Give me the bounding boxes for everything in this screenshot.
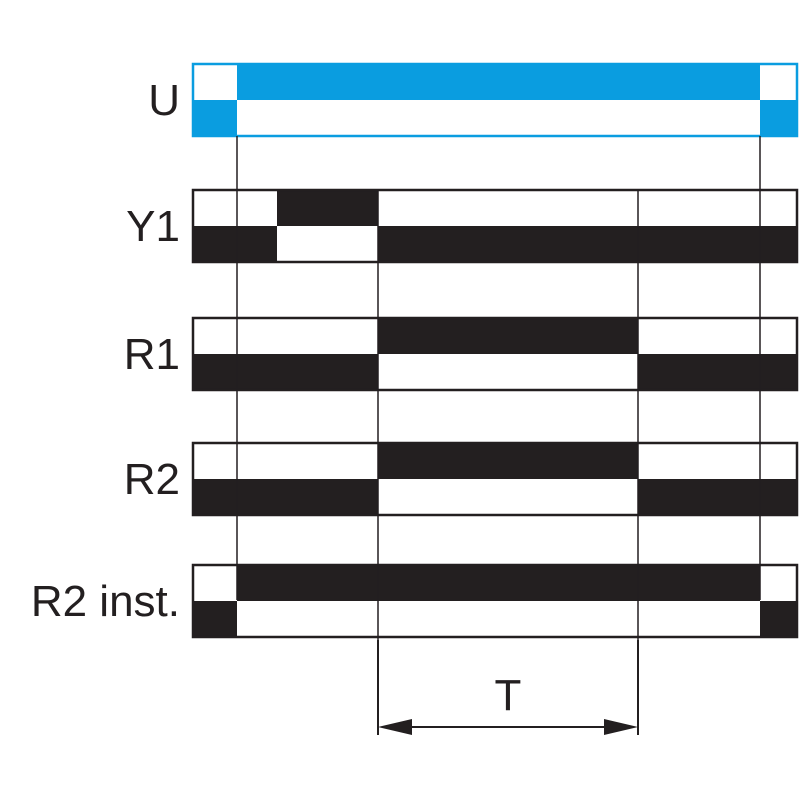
signal-label: Y1 xyxy=(126,202,180,251)
signal-high-segment xyxy=(638,64,760,100)
signal-low-segment xyxy=(638,479,760,515)
signal-row-u: U xyxy=(148,62,799,138)
signal-low-segment xyxy=(277,479,378,515)
signal-high-segment xyxy=(638,565,760,601)
signal-low-segment xyxy=(638,354,760,390)
signal-low-segment xyxy=(378,226,638,262)
signal-row-r1: R1 xyxy=(124,316,799,392)
signal-low-segment xyxy=(193,601,237,637)
signal-low-segment xyxy=(193,100,237,136)
signal-high-segment xyxy=(237,64,277,100)
signal-label: U xyxy=(148,76,180,125)
signal-low-segment xyxy=(193,226,237,262)
signal-label: R2 inst. xyxy=(31,577,180,626)
signal-low-segment xyxy=(193,354,237,390)
arrow-right-icon xyxy=(604,719,638,735)
signal-high-segment xyxy=(277,64,378,100)
signal-frame xyxy=(191,316,799,392)
signal-label: R1 xyxy=(124,330,180,379)
signal-low-segment xyxy=(760,100,797,136)
signal-row-y1: Y1 xyxy=(126,188,799,264)
signal-high-segment xyxy=(378,443,638,479)
signal-low-segment xyxy=(760,479,797,515)
signal-low-segment xyxy=(237,226,277,262)
signal-high-segment xyxy=(277,190,378,226)
signal-low-segment xyxy=(760,601,797,637)
signal-low-segment xyxy=(193,479,237,515)
signal-high-segment xyxy=(237,565,277,601)
signal-low-segment xyxy=(638,226,760,262)
signal-label: R2 xyxy=(124,455,180,504)
signal-low-segment xyxy=(760,354,797,390)
signal-frame xyxy=(191,563,799,639)
arrow-left-icon xyxy=(378,719,412,735)
signal-high-segment xyxy=(378,318,638,354)
signal-frame xyxy=(191,188,799,264)
signal-low-segment xyxy=(237,479,277,515)
signal-high-segment xyxy=(378,565,638,601)
signal-low-segment xyxy=(237,354,277,390)
time-dimension-T: T xyxy=(377,640,639,735)
signal-row-r2-inst-: R2 inst. xyxy=(31,563,799,639)
signal-row-r2: R2 xyxy=(124,441,799,517)
signal-frame xyxy=(191,62,799,138)
signal-low-segment xyxy=(760,226,797,262)
signal-high-segment xyxy=(277,565,378,601)
signal-high-segment xyxy=(378,64,638,100)
signal-frame xyxy=(191,441,799,517)
signal-low-segment xyxy=(277,354,378,390)
dimension-label: T xyxy=(495,671,522,720)
